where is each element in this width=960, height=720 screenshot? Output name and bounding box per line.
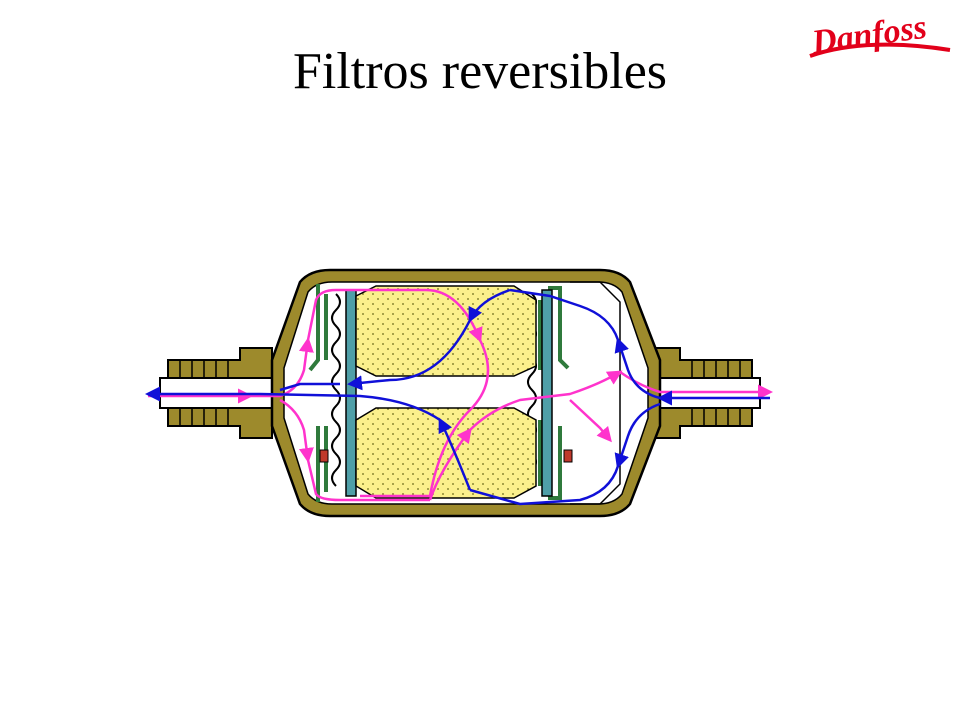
desiccant-core-bottom — [355, 407, 537, 499]
left-felt-pad — [331, 293, 341, 487]
flow-arrow-icon — [438, 417, 472, 491]
right-retainer — [538, 286, 570, 500]
flow-arrow-icon — [468, 288, 511, 323]
right-valve-seat — [563, 449, 573, 463]
right-screen — [541, 289, 553, 497]
page-title: Filtros reversibles — [292, 43, 668, 100]
left-valve-seat — [319, 449, 329, 463]
logo-text: Danfoss — [809, 9, 929, 62]
flow-arrow-icon — [425, 288, 483, 343]
desiccant-core-top — [355, 285, 537, 377]
logo-swoosh — [809, 42, 951, 58]
left-screen — [345, 289, 357, 497]
flow-arrow-icon — [428, 427, 472, 501]
danfoss-logo: Danfoss — [809, 9, 951, 62]
flow-path-reverse — [145, 288, 770, 506]
filter-drier-diagram — [145, 268, 773, 518]
